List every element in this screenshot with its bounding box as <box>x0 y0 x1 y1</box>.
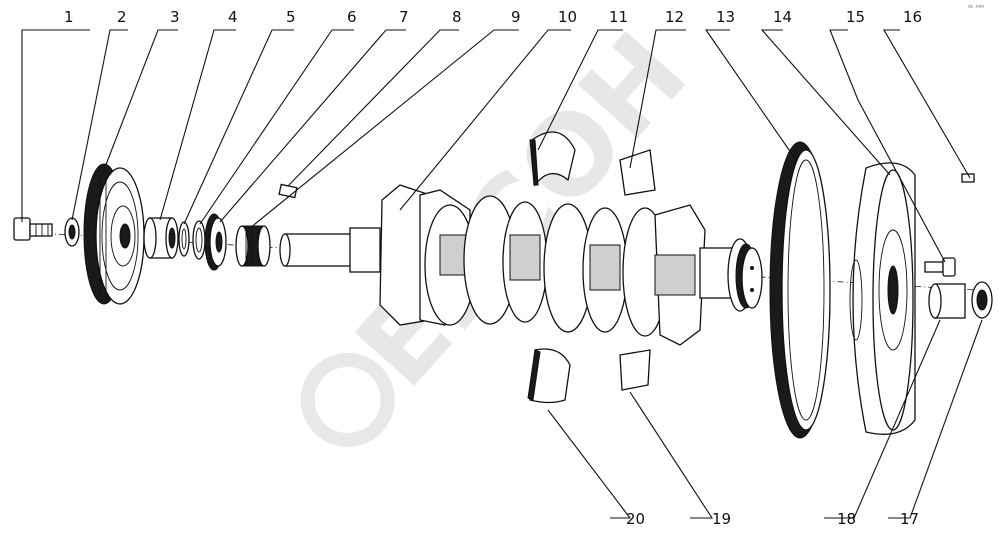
part-5-seal-ring <box>178 221 190 257</box>
part-2-washer <box>64 217 80 247</box>
part-20-lower-bearing-shell <box>527 348 571 404</box>
part-12-thrust-shell-upper <box>619 149 656 196</box>
callout-17: 17 <box>900 510 919 528</box>
part-3-pulley <box>83 163 145 305</box>
corner-mark: ᵈᶜ ⁰⁰⁰ <box>968 4 984 12</box>
part-19-thrust-shell-lower <box>619 349 651 391</box>
callout-5: 5 <box>286 8 296 26</box>
callout-numbers: 1 2 3 4 5 6 7 8 9 10 11 12 13 14 15 16 1… <box>64 8 922 528</box>
part-14-flywheel <box>849 162 916 435</box>
part-15-flywheel-bolt <box>924 257 956 277</box>
part-9-crank-gear <box>235 225 271 267</box>
callout-15: 15 <box>846 8 865 26</box>
part-17-pilot-bearing <box>971 281 993 319</box>
callout-1: 1 <box>64 8 74 26</box>
part-10-upper-bearing-shell <box>529 131 576 187</box>
callout-6: 6 <box>347 8 357 26</box>
callout-18: 18 <box>837 510 856 528</box>
part-6-ring <box>192 220 206 260</box>
part-4-sleeve <box>143 217 179 259</box>
crankshaft <box>279 184 763 346</box>
callout-14: 14 <box>773 8 792 26</box>
callout-2: 2 <box>117 8 127 26</box>
leader-lines <box>21 29 983 519</box>
callout-13: 13 <box>716 8 735 26</box>
callout-10: 10 <box>558 8 577 26</box>
callout-8: 8 <box>452 8 462 26</box>
callout-3: 3 <box>170 8 180 26</box>
callout-4: 4 <box>228 8 238 26</box>
part-8-key <box>278 183 298 199</box>
callout-12: 12 <box>665 8 684 26</box>
callout-9: 9 <box>511 8 521 26</box>
callout-7: 7 <box>399 8 409 26</box>
callout-20: 20 <box>626 510 645 528</box>
part-13-ring-gear <box>769 141 831 439</box>
part-18-spacer-bushing <box>928 283 966 319</box>
part-1-bolt <box>13 217 53 241</box>
callout-19: 19 <box>712 510 731 528</box>
part-7-gear <box>204 213 227 271</box>
callout-16: 16 <box>903 8 922 26</box>
callout-11: 11 <box>609 8 628 26</box>
